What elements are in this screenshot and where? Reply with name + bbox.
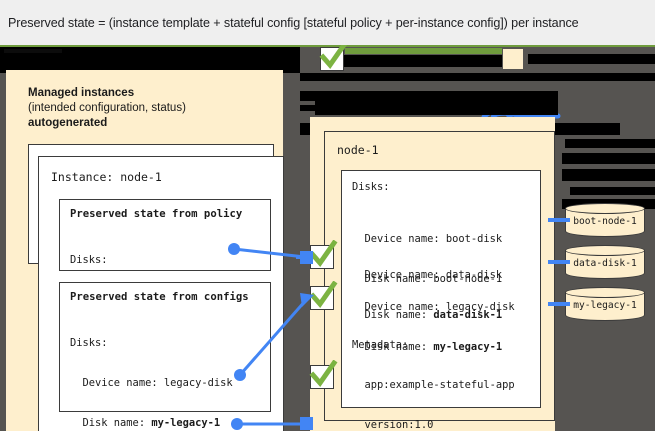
redaction-bar-r3 (562, 169, 655, 181)
disk-cylinder-top (565, 287, 645, 298)
configs-disks-header: Disks: (70, 337, 108, 350)
configs-box-body: Disks: Device name: legacy-disk Disk nam… (70, 311, 233, 431)
disk-label: my-legacy-1 (573, 300, 637, 311)
configs-device-name: Device name: legacy-disk (70, 377, 233, 390)
policy-box-title: Preserved state from policy (70, 208, 243, 220)
node-metadata-header: Metadata: (352, 339, 409, 352)
node-data-device-name: Device name: data-disk (352, 269, 503, 282)
green-bar-top (345, 48, 502, 54)
configs-disk-name: Disk name: my-legacy-1 (70, 416, 221, 429)
checkmark-icon (319, 45, 348, 70)
managed-instances-title-line3: autogenerated (28, 117, 108, 129)
instance-label: Instance: node-1 (51, 170, 162, 184)
disk-my-legacy-1: my-legacy-1 (565, 287, 645, 321)
checkmark-icon (309, 281, 338, 309)
node-card: node-1 Disks: Device name: boot-disk Dis… (324, 131, 555, 431)
instance-card: Instance: node-1 Preserved state from po… (38, 156, 284, 431)
diagram-canvas: Managed instances (intended configuratio… (0, 45, 655, 431)
node-metadata-version: version:1.0 (352, 418, 434, 431)
node-disks-header: Disks: (352, 181, 390, 193)
disk-data-disk-1: data-disk-1 (565, 245, 645, 279)
header-caption-text: Preserved state = (instance template + s… (8, 15, 579, 30)
node-details-box: Disks: Device name: boot-disk Disk name:… (341, 170, 541, 431)
check-badge-data-disk (309, 240, 338, 269)
preserved-state-configs-box: Preserved state from configs Disks: Devi… (59, 282, 271, 429)
configs-box-title: Preserved state from configs (70, 291, 249, 303)
cream-chip-header (503, 49, 523, 69)
node-legacy-disk-block: Device name: legacy-disk Disk name: my-l… (352, 275, 515, 381)
disk-label: boot-node-1 (573, 216, 637, 227)
disk-cylinder-top (565, 203, 645, 214)
checkmark-icon (309, 240, 338, 268)
top-green-rule (0, 45, 655, 47)
disk-boot-node-1: boot-node-1 (565, 203, 645, 237)
managed-instances-title-line1: Managed instances (28, 87, 135, 99)
managed-instances-title-line2: (intended configuration, status) (28, 102, 186, 114)
node-data-disk-block: Device name: data-disk Disk name: data-d… (352, 243, 503, 349)
redaction-bar-r1 (565, 139, 655, 148)
redaction-bar-header-far-right (528, 54, 655, 64)
node-metadata-block: Metadata: app:example-stateful-app versi… (352, 313, 515, 431)
redaction-bar-r2 (562, 153, 655, 164)
redaction-bar-top-thin (4, 49, 62, 53)
policy-disks-header: Disks: (70, 254, 108, 267)
header-caption: Preserved state = (instance template + s… (0, 0, 655, 45)
node-legacy-disk-name: Disk name: my-legacy-1 (352, 341, 503, 354)
node-label: node-1 (337, 143, 379, 157)
node-boot-device-name: Device name: boot-disk (352, 233, 503, 246)
check-badge-top (319, 45, 348, 71)
node-data-disk-name: Disk name: data-disk-1 (352, 309, 503, 322)
node-legacy-device-name: Device name: legacy-disk (352, 301, 515, 314)
managed-instances-panel: Managed instances (intended configuratio… (6, 70, 284, 431)
checkmark-icon (309, 360, 338, 388)
node-boot-disk-name: Disk name: boot-node-1 (352, 273, 503, 286)
redaction-bar-header-right (330, 55, 502, 67)
preserved-state-policy-box: Preserved state from policy Disks: Devic… (59, 199, 271, 346)
check-badge-node-id (309, 360, 338, 389)
node-boot-disk-block: Device name: boot-disk Disk name: boot-n… (352, 207, 503, 313)
disk-cylinder-top (565, 245, 645, 256)
disk-label: data-disk-1 (573, 258, 637, 269)
redaction-bar-6 (315, 91, 558, 115)
node-metadata-app: app:example-stateful-app (352, 379, 515, 392)
redaction-bar-r4 (570, 187, 655, 195)
managed-instances-title: Managed instances (intended configuratio… (28, 86, 186, 131)
actual-instance-panel: node-1 Disks: Device name: boot-disk Dis… (310, 117, 555, 431)
check-badge-legacy-disk (309, 281, 338, 310)
redaction-bar-2 (300, 73, 655, 81)
